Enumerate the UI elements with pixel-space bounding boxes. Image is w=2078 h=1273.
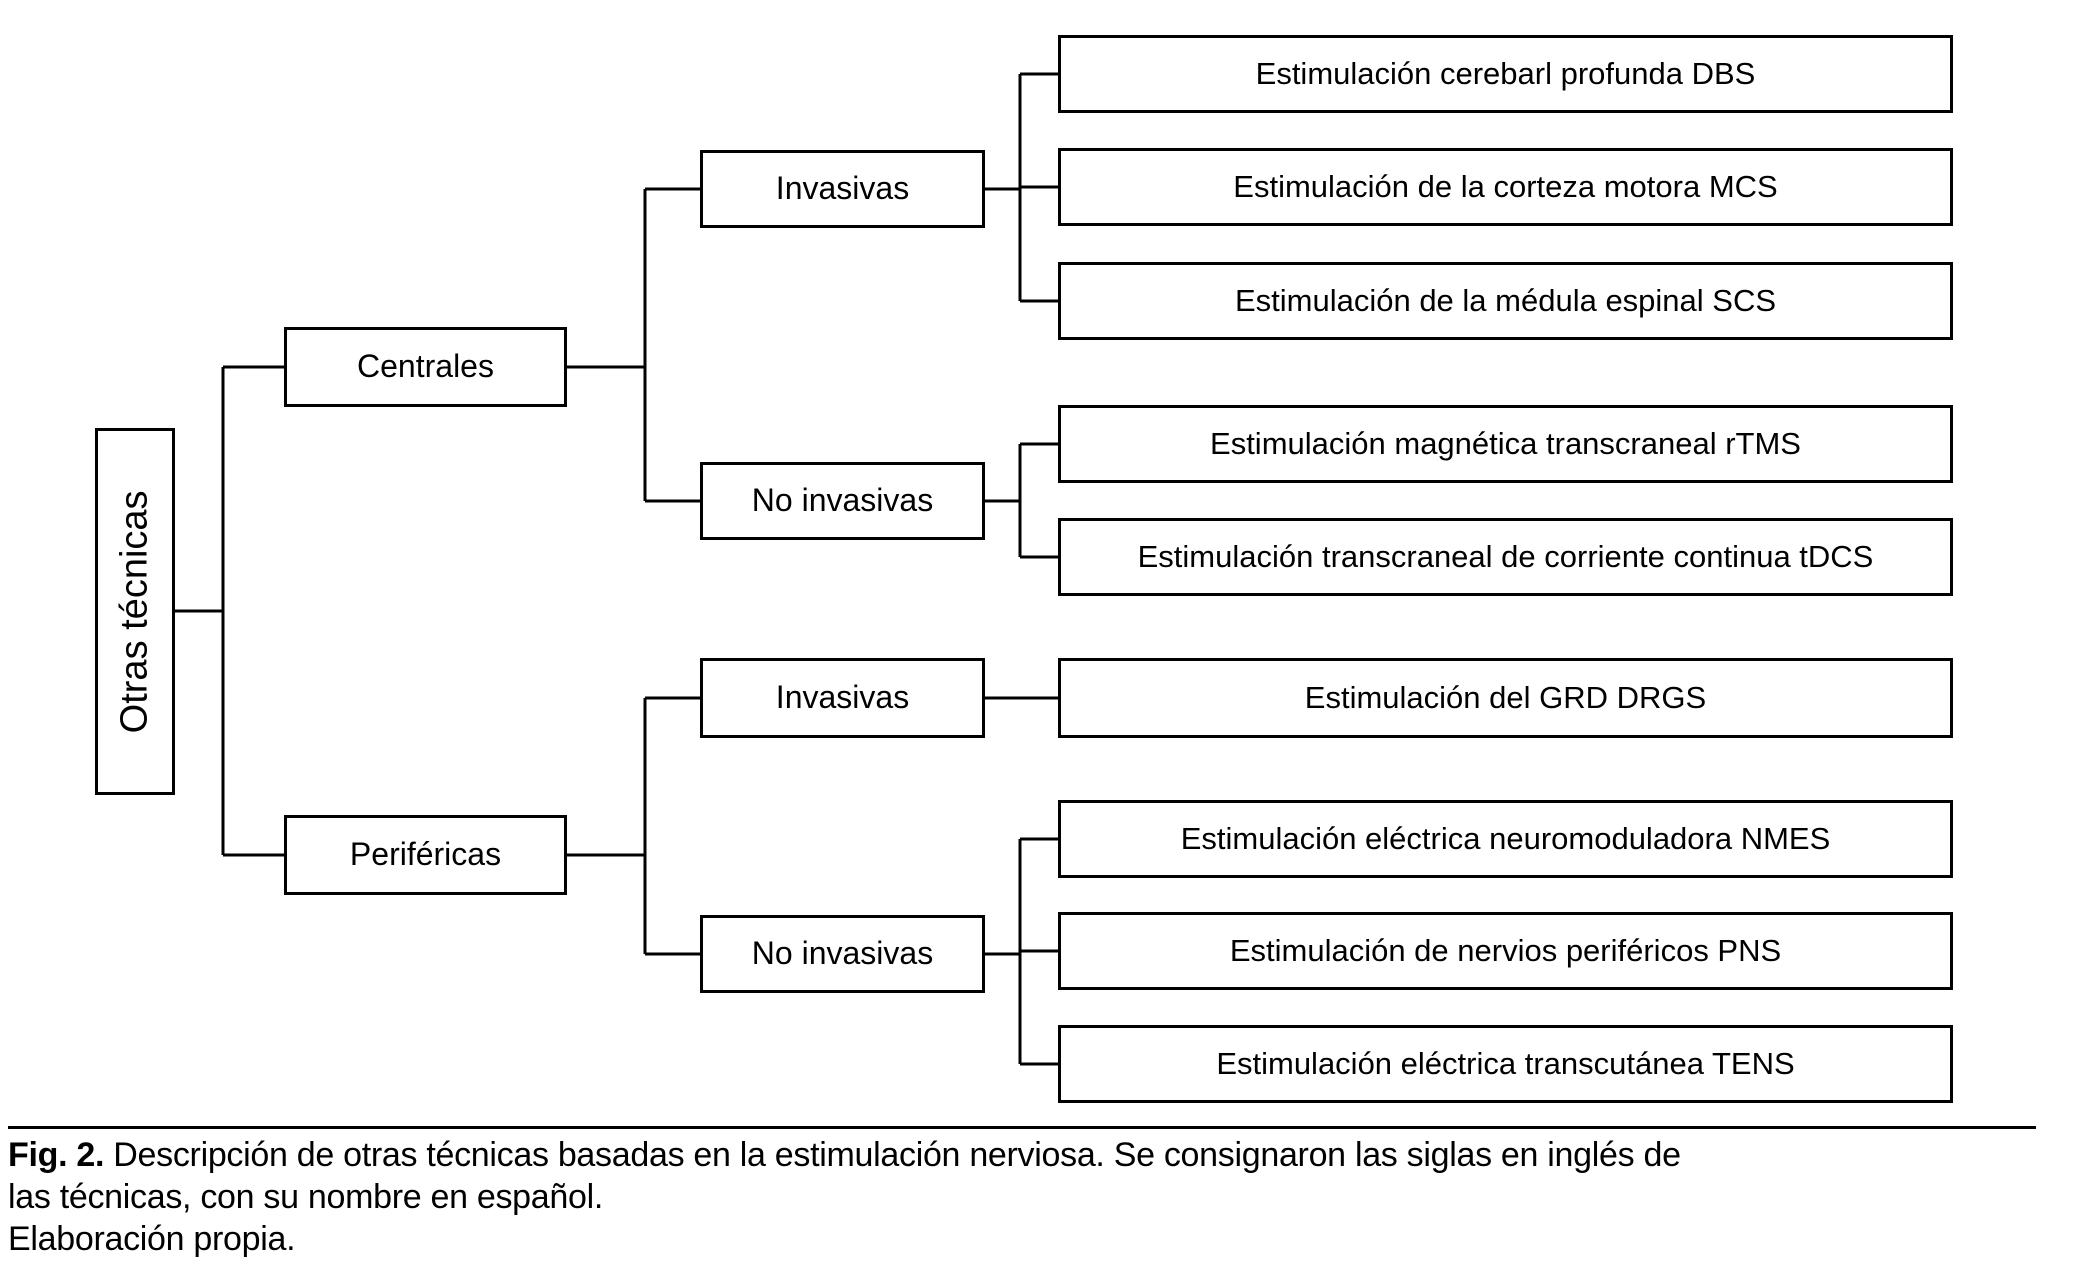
leaf-dbs: Estimulación cerebarl profunda DBS	[1058, 35, 1953, 113]
leaf-rtms-label: Estimulación magnética transcraneal rTMS	[1210, 425, 1801, 461]
caption-line-1: Fig. 2. Descripción de otras técnicas ba…	[8, 1134, 2068, 1176]
leaf-tens-label: Estimulación eléctrica transcutánea TENS	[1216, 1045, 1795, 1081]
leaf-tdcs-label: Estimulación transcraneal de corriente c…	[1137, 538, 1874, 574]
figure-number-label: Fig. 2.	[8, 1136, 105, 1174]
node-perifericas: Periféricas	[284, 815, 567, 895]
leaf-tdcs: Estimulación transcraneal de corriente c…	[1058, 518, 1953, 596]
node-perifericas-label: Periféricas	[349, 836, 502, 873]
leaf-mcs: Estimulación de la corteza motora MCS	[1058, 148, 1953, 226]
node-perifericas-invasivas-label: Invasivas	[775, 679, 910, 716]
leaf-mcs-label: Estimulación de la corteza motora MCS	[1233, 168, 1778, 204]
node-perifericas-no-invasivas-label: No invasivas	[751, 935, 934, 972]
node-centrales-invasivas-label: Invasivas	[775, 170, 910, 207]
leaf-drgs-label: Estimulación del GRD DRGS	[1304, 679, 1707, 715]
caption-line-1-text: Descripción de otras técnicas basadas en…	[104, 1136, 1681, 1174]
node-centrales: Centrales	[284, 327, 567, 407]
root-node-otras-tecnicas: Otras técnicas	[95, 428, 175, 795]
caption-divider	[8, 1126, 2036, 1129]
caption-line-3: Elaboración propia.	[8, 1220, 296, 1258]
node-centrales-invasivas: Invasivas	[700, 150, 985, 228]
node-perifericas-invasivas: Invasivas	[700, 658, 985, 738]
figure-caption: Fig. 2. Descripción de otras técnicas ba…	[8, 1134, 2068, 1260]
node-perifericas-no-invasivas: No invasivas	[700, 915, 985, 993]
node-centrales-label: Centrales	[357, 348, 494, 385]
leaf-scs-label: Estimulación de la médula espinal SCS	[1234, 282, 1777, 318]
leaf-pns-label: Estimulación de nervios periféricos PNS	[1229, 932, 1782, 968]
node-centrales-no-invasivas: No invasivas	[700, 462, 985, 540]
leaf-drgs: Estimulación del GRD DRGS	[1058, 658, 1953, 738]
leaf-dbs-label: Estimulación cerebarl profunda DBS	[1255, 55, 1756, 91]
leaf-pns: Estimulación de nervios periféricos PNS	[1058, 912, 1953, 990]
leaf-tens: Estimulación eléctrica transcutánea TENS	[1058, 1025, 1953, 1103]
leaf-nmes: Estimulación eléctrica neuromoduladora N…	[1058, 800, 1953, 878]
leaf-scs: Estimulación de la médula espinal SCS	[1058, 262, 1953, 340]
caption-line-2: las técnicas, con su nombre en español.	[8, 1178, 603, 1216]
root-node-label: Otras técnicas	[113, 490, 156, 733]
leaf-rtms: Estimulación magnética transcraneal rTMS	[1058, 405, 1953, 483]
node-centrales-no-invasivas-label: No invasivas	[751, 482, 934, 519]
leaf-nmes-label: Estimulación eléctrica neuromoduladora N…	[1180, 820, 1831, 856]
